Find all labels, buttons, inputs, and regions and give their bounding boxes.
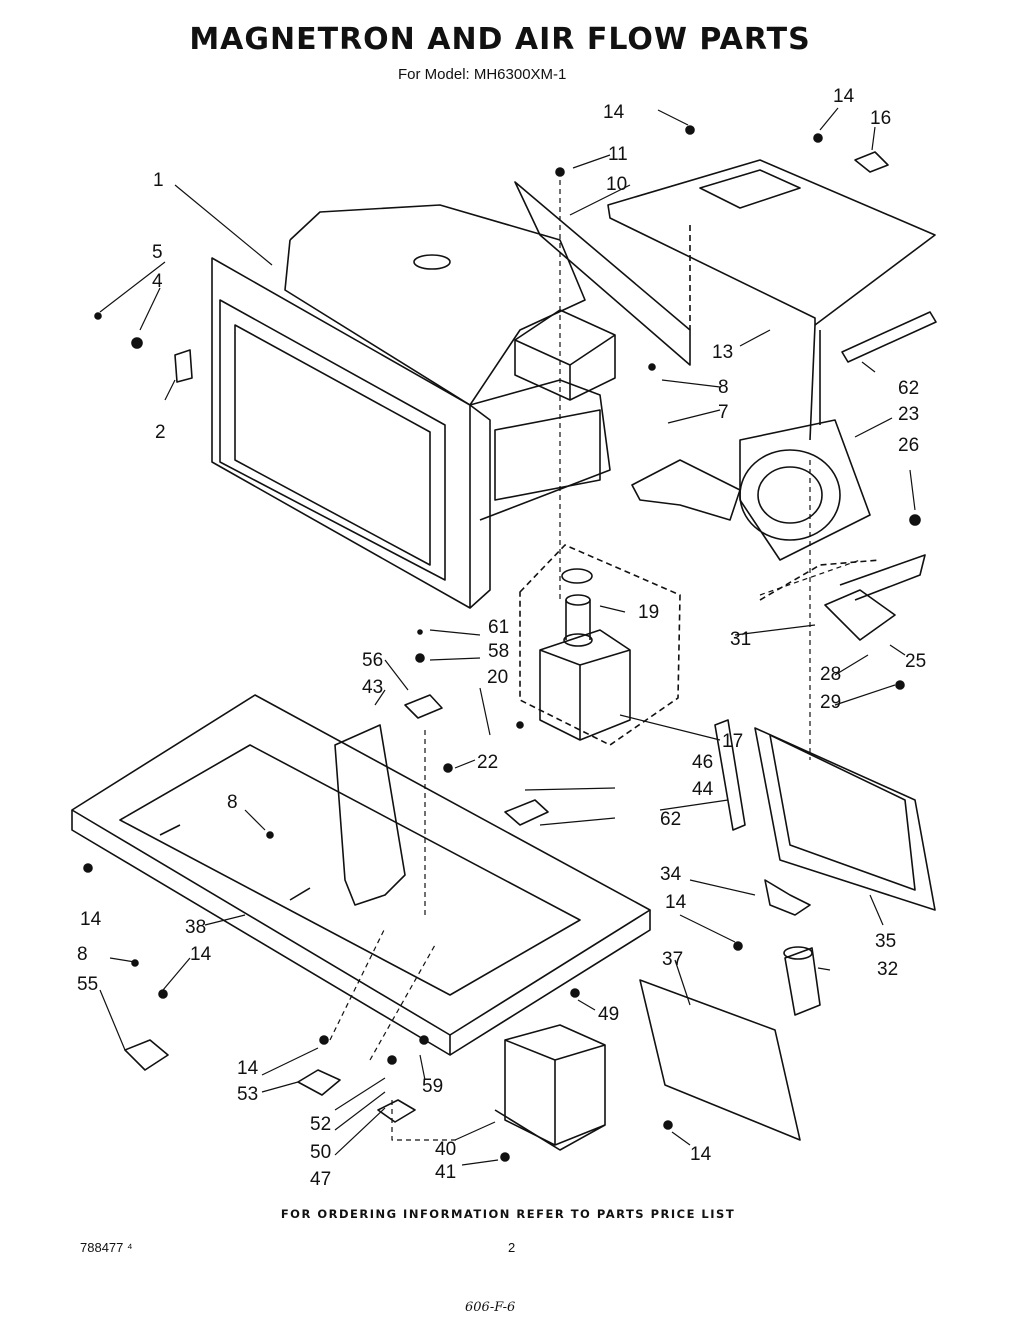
callout-26: 26 (898, 435, 919, 456)
blower-housing (631, 419, 871, 561)
callout-2: 2 (155, 422, 166, 443)
side-panel (754, 727, 936, 911)
callout-28: 28 (820, 664, 841, 685)
callout-14c: 14 (665, 892, 687, 913)
callout-47: 47 (310, 1169, 331, 1190)
callout-53: 53 (237, 1084, 258, 1105)
callout-34: 34 (660, 864, 682, 885)
switch-55 (124, 1039, 169, 1071)
magnetron-outline (519, 544, 681, 746)
callout-13: 13 (712, 342, 733, 363)
base-plate (71, 694, 651, 1056)
waveguide-box (514, 309, 616, 401)
callout-52: 52 (310, 1114, 331, 1135)
callout-43: 43 (362, 677, 383, 698)
callout-23: 23 (898, 404, 919, 425)
seal-strip-lower (714, 719, 746, 831)
thermal-cutout (854, 151, 889, 173)
callout-62b: 62 (660, 809, 681, 830)
callout-58: 58 (488, 641, 509, 662)
callout-35: 35 (875, 931, 896, 952)
callout-8b: 8 (227, 792, 238, 813)
terminal-44 (504, 799, 549, 826)
callout-14f: 14 (237, 1058, 259, 1079)
callout-49: 49 (598, 1004, 619, 1025)
callout-32: 32 (877, 959, 898, 980)
callout-61: 61 (488, 617, 509, 638)
callout-5: 5 (152, 242, 163, 263)
transformer (494, 1024, 606, 1151)
model-subtitle: For Model: MH6300XM-1 (398, 66, 567, 83)
switch-2 (174, 349, 193, 383)
page-number: 2 (508, 1240, 516, 1255)
capacitor (783, 946, 821, 1016)
callout-14e: 14 (190, 944, 212, 965)
callout-20: 20 (487, 667, 508, 688)
magnetron (539, 568, 631, 741)
callout-29: 29 (820, 692, 841, 713)
callout-8a: 8 (718, 377, 729, 398)
callout-14b: 14 (833, 86, 855, 107)
callout-11: 11 (608, 144, 628, 165)
rear-cover (639, 979, 801, 1141)
callout-8c: 8 (77, 944, 88, 965)
callout-14a: 14 (603, 102, 625, 123)
page-title: MAGNETRON AND AIR FLOW PARTS (189, 22, 811, 57)
switch-56 (404, 694, 443, 719)
air-guide-top (607, 159, 936, 441)
seal-strip-right (841, 311, 937, 363)
callout-14g: 14 (690, 1144, 712, 1165)
callout-44: 44 (692, 779, 714, 800)
callout-22: 22 (477, 752, 498, 773)
ordering-info-footer: FOR ORDERING INFORMATION REFER TO PARTS … (280, 1207, 736, 1221)
callout-56: 56 (362, 650, 383, 671)
air-duct (334, 724, 406, 906)
callout-10: 10 (606, 174, 627, 195)
callout-4: 4 (152, 271, 163, 292)
callout-7: 7 (718, 402, 729, 423)
callout-1: 1 (153, 170, 164, 191)
fan-motor (759, 554, 926, 641)
callout-40: 40 (435, 1139, 456, 1160)
capacitor-bracket (764, 879, 811, 916)
oven-cavity (211, 204, 611, 609)
callout-50: 50 (310, 1142, 331, 1163)
callout-14d: 14 (80, 909, 102, 930)
switch-47 (377, 1099, 416, 1123)
callout-59: 59 (422, 1076, 443, 1097)
callout-41: 41 (435, 1162, 456, 1183)
callout-38: 38 (185, 917, 206, 938)
callout-17: 17 (722, 731, 743, 752)
callout-19: 19 (638, 602, 659, 623)
bracket-53 (297, 1069, 341, 1096)
callout-46: 46 (692, 752, 713, 773)
waveguide-plate (514, 181, 691, 366)
document-number: 788477 ⁴ (80, 1240, 133, 1255)
callout-25: 25 (905, 651, 926, 672)
callout-31: 31 (730, 629, 751, 650)
callout-16: 16 (870, 108, 891, 129)
handwritten-note: 606-F-6 (465, 1300, 516, 1315)
callout-55: 55 (77, 974, 98, 995)
callout-62a: 62 (898, 378, 919, 399)
callout-37: 37 (662, 949, 683, 970)
